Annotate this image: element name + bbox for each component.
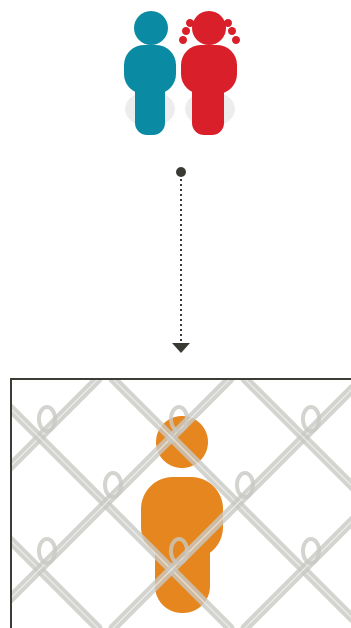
connector-start-dot-icon	[176, 167, 186, 177]
girl-figure-icon	[179, 11, 240, 135]
boy-figure-icon	[124, 11, 176, 135]
connector	[172, 167, 190, 353]
connector-arrowhead-icon	[172, 343, 190, 353]
children-pair	[124, 11, 240, 135]
fence-scene	[0, 379, 351, 628]
